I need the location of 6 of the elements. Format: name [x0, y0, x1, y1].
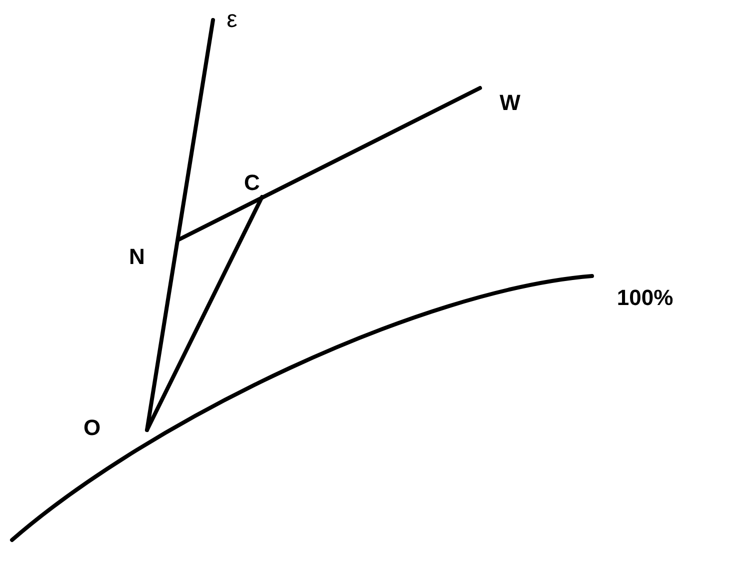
point-label: W: [500, 92, 520, 114]
point-label: N: [129, 246, 145, 268]
point-label: C: [244, 172, 260, 194]
curve-label: 100%: [616, 287, 674, 309]
strain-axis-label: ε: [226, 8, 238, 32]
point-label: O: [83, 417, 101, 439]
